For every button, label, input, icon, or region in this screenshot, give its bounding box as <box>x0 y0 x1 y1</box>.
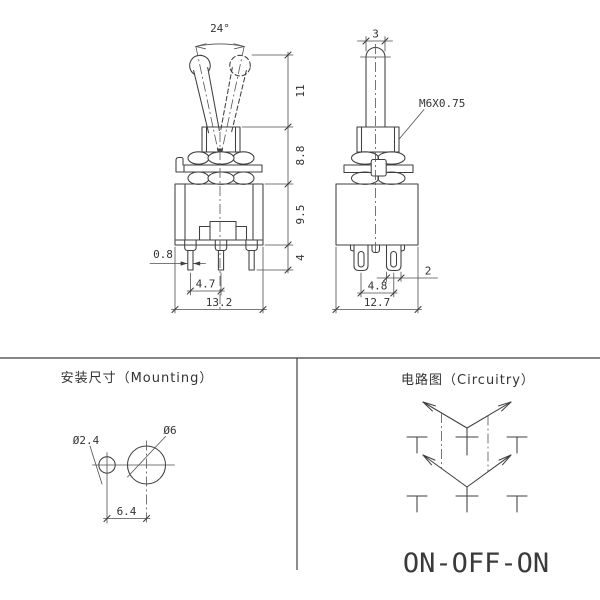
dim-body-depth: 12.7 <box>332 246 422 314</box>
dim-pin-thickness: 2 <box>376 265 438 282</box>
nut-stack-front <box>175 151 263 185</box>
svg-text:Ø6: Ø6 <box>163 424 176 437</box>
dim-body-height: 9.5 <box>294 205 307 225</box>
svg-text:12.7: 12.7 <box>364 296 391 309</box>
svg-text:0.8: 0.8 <box>153 248 173 261</box>
svg-text:6.4: 6.4 <box>117 505 137 518</box>
dim-lever-height: 11 <box>294 84 307 97</box>
mounting-title: 安装尺寸（Mounting） <box>61 371 214 386</box>
pins-front <box>184 239 258 271</box>
switch-function-label: ON-OFF-ON <box>403 548 549 579</box>
dim-pin-pitch-side: 4.8 <box>357 272 398 298</box>
svg-text:4.7: 4.7 <box>196 278 216 291</box>
svg-text:4.8: 4.8 <box>368 280 388 293</box>
dim-pin-length: 4 <box>294 254 307 261</box>
front-view: 24° <box>149 22 307 314</box>
svg-text:13.2: 13.2 <box>206 296 233 309</box>
dim-large-hole: Ø6 <box>127 424 177 478</box>
circuit-diagram: 电路图（Circuitry） <box>401 372 549 579</box>
svg-text:2: 2 <box>425 265 432 278</box>
dim-throw-angle: 24° <box>210 22 230 35</box>
circuit-pole-1 <box>406 401 528 456</box>
lever-solid <box>189 54 220 134</box>
bushing-side <box>356 126 400 153</box>
side-view: 3 M6X0.75 <box>332 28 465 314</box>
dim-pin-pitch-front: 4.7 <box>186 272 225 296</box>
dim-body-width: 13.2 <box>171 246 267 314</box>
dim-hole-spacing: 6.4 <box>103 505 151 523</box>
pins-side <box>349 244 406 272</box>
circuitry-title: 电路图（Circuitry） <box>401 372 535 388</box>
dim-small-hole: Ø2.4 <box>73 434 103 485</box>
dim-chain-vertical: 11 8.8 9.5 4 <box>241 51 307 274</box>
dim-thread-spec: M6X0.75 <box>419 97 465 110</box>
svg-text:3: 3 <box>372 28 379 41</box>
mounting-diagram: 安装尺寸（Mounting） Ø2.4 Ø6 6.4 <box>61 371 214 524</box>
angle-dimension: 24° <box>194 22 246 50</box>
circuit-pole-2 <box>406 454 528 513</box>
switch-body-front <box>174 183 264 246</box>
dim-lever-width: 3 <box>357 28 393 52</box>
svg-text:Ø2.4: Ø2.4 <box>73 434 100 447</box>
switch-body-side <box>335 183 419 254</box>
nut-stack-side <box>343 151 414 185</box>
dim-pin-width: 0.8 <box>149 248 206 266</box>
dim-bushing-height: 8.8 <box>294 146 307 166</box>
lever-dashed <box>220 54 251 134</box>
thread-callout: M6X0.75 <box>398 97 465 140</box>
